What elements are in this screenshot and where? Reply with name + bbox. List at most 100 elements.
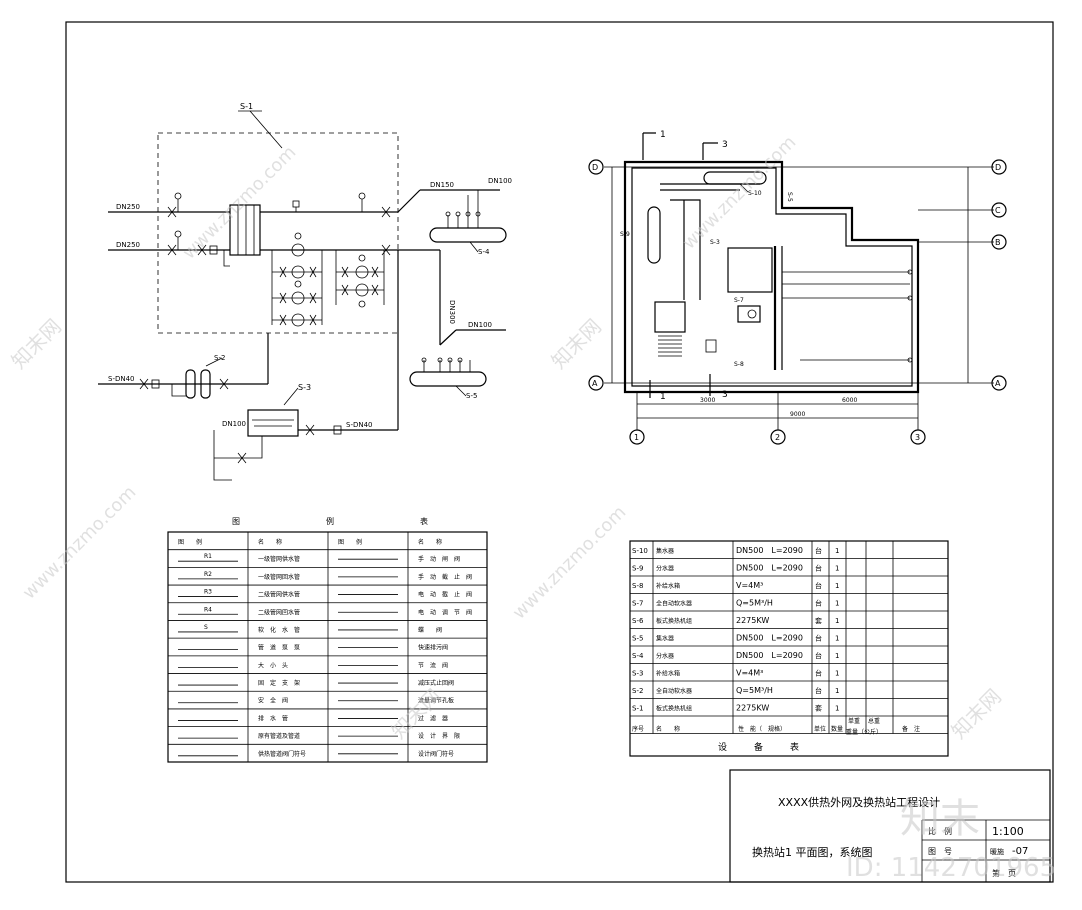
equip-name: 补给水箱 bbox=[656, 670, 680, 678]
softener-s2 bbox=[171, 369, 218, 399]
legend-name-right: 流量调节孔板 bbox=[418, 697, 454, 705]
legend-name-right: 设 计 界 限 bbox=[418, 732, 460, 740]
equip-h-spec: 性 能（ 规格） bbox=[738, 725, 786, 733]
equip-no: S-4 bbox=[632, 652, 644, 660]
axis-d-left: D bbox=[592, 163, 598, 172]
axis-a-left: A bbox=[592, 379, 598, 388]
dim-9000: 9000 bbox=[790, 411, 805, 418]
legend-row: 固 定 支 架 减压式止回阀 bbox=[178, 679, 454, 687]
project-title: XXXX供热外网及换热站工程设计 bbox=[778, 795, 940, 809]
tank-s3 bbox=[247, 409, 299, 437]
label-s8: S-8 bbox=[734, 361, 744, 368]
equip-unit: 台 bbox=[815, 651, 822, 660]
outer-wall bbox=[623, 160, 920, 394]
pipe-dn100-a: DN100 bbox=[488, 177, 512, 185]
equip-qty: 1 bbox=[835, 652, 839, 660]
axis-c: C bbox=[995, 206, 1001, 215]
equip-unit: 台 bbox=[815, 581, 822, 590]
equip-spec: DN500 L=2090 bbox=[736, 651, 803, 660]
equip-qty: 1 bbox=[835, 687, 839, 695]
pipe-dn300: DN300 bbox=[448, 300, 456, 324]
axis-a-right: A bbox=[995, 379, 1001, 388]
drawing-no-prefix: 暖施 bbox=[990, 847, 1004, 856]
equip-h-sub: 重量（公斤） bbox=[846, 728, 882, 736]
legend-row: 管 道 泵 泵快速排污阀 bbox=[178, 644, 448, 652]
wm-site-4: www.znzmo.com bbox=[509, 502, 631, 624]
header-s9 bbox=[647, 206, 661, 264]
equip-name: 板式换热机组 bbox=[656, 617, 692, 625]
equip-spec: V=4M³ bbox=[736, 581, 763, 590]
drawing-no-label: 图 号 bbox=[928, 847, 952, 856]
tank-s3-plan bbox=[727, 247, 773, 293]
equip-name: 全自动软水器 bbox=[656, 687, 692, 695]
dim-6000: 6000 bbox=[842, 397, 857, 404]
pipe-dn250-a: DN250 bbox=[116, 203, 140, 211]
equip-unit: 台 bbox=[815, 564, 822, 573]
equip-no: S-2 bbox=[632, 687, 643, 695]
legend-row: 排 水 管过 滤 器 bbox=[178, 714, 448, 722]
equip-qty: 1 bbox=[835, 582, 839, 590]
axis-2: 2 bbox=[775, 433, 780, 442]
pipe-dn150: DN150 bbox=[430, 181, 454, 189]
equip-qty: 1 bbox=[835, 565, 839, 573]
equip-unit: 台 bbox=[815, 669, 822, 678]
station-boundary bbox=[157, 132, 399, 334]
equip-no: S-10 bbox=[632, 547, 648, 555]
label-s10: S-10 bbox=[748, 190, 762, 197]
legend-title-3: 表 bbox=[420, 516, 428, 526]
label-s5-plan: S-5 bbox=[786, 192, 793, 202]
wm-site-1: www.znzmo.com bbox=[179, 142, 301, 264]
equip-h-qty: 数量 bbox=[831, 725, 843, 733]
equip-spec: 2275KW bbox=[736, 704, 769, 713]
legend-name-left: 固 定 支 架 bbox=[258, 679, 300, 687]
equip-unit: 套 bbox=[815, 704, 822, 713]
legend-name-left: 管 道 泵 泵 bbox=[258, 644, 300, 652]
equip-name: 集水器 bbox=[656, 635, 674, 643]
legend-name-right: 蝶 阀 bbox=[418, 626, 442, 634]
equip-no: S-6 bbox=[632, 617, 644, 625]
legend-name-left: 一级管网回水管 bbox=[258, 573, 300, 581]
equip-name: 集水器 bbox=[656, 547, 674, 555]
section-1-bottom: 1 bbox=[660, 392, 666, 402]
equip-qty: 1 bbox=[835, 547, 839, 555]
equip-spec: V=4M³ bbox=[736, 669, 763, 678]
equip-no: S-9 bbox=[632, 565, 643, 573]
label-s2: S-2 bbox=[214, 354, 225, 362]
plan-axes: D D C B A A 1 2 3 3000 6000 9000 bbox=[588, 159, 1007, 445]
legend-h1: 图 例 bbox=[178, 538, 202, 546]
section-3-top: 3 bbox=[722, 140, 728, 150]
legend-name-right: 手 动 截 止 阀 bbox=[418, 573, 472, 581]
legend-row: 大 小 头节 流 阀 bbox=[178, 661, 448, 669]
wm-brand-1: 知末网 bbox=[7, 314, 66, 373]
legend-name-right: 电 动 截 止 阀 bbox=[418, 591, 472, 599]
equip-spec: DN500 L=2090 bbox=[736, 546, 803, 555]
wm-id: ID: 1142701965 bbox=[846, 853, 1056, 883]
legend-code: R1 bbox=[204, 553, 212, 560]
pipe-dn250-b: DN250 bbox=[116, 241, 140, 249]
legend-code: S bbox=[204, 624, 208, 631]
legend-name-left: 安 全 阀 bbox=[258, 697, 288, 705]
wm-site-3: www.znzmo.com bbox=[19, 482, 141, 604]
equip-qty: 1 bbox=[835, 635, 839, 643]
label-s3-plan: S-3 bbox=[710, 239, 720, 246]
equip-no: S-5 bbox=[632, 635, 643, 643]
legend-row: 安 全 阀 流量调节孔板 bbox=[178, 697, 454, 705]
legend-name-right: 减压式止回阀 bbox=[418, 679, 454, 687]
label-s5: S-5 bbox=[466, 392, 477, 400]
legend-name-left: 一级管网供水管 bbox=[258, 555, 300, 563]
legend-name-right: 电 动 调 节 阀 bbox=[418, 608, 472, 616]
scale-label: 比 例 bbox=[928, 826, 952, 836]
equip-no: S-3 bbox=[632, 670, 643, 678]
equip-h-unit: 单位 bbox=[814, 725, 826, 733]
wm-brand-2: 知末网 bbox=[547, 314, 606, 373]
equip-no: S-8 bbox=[632, 582, 643, 590]
equip-title: 设 备 表 bbox=[718, 741, 799, 753]
pump-bank bbox=[271, 232, 385, 327]
